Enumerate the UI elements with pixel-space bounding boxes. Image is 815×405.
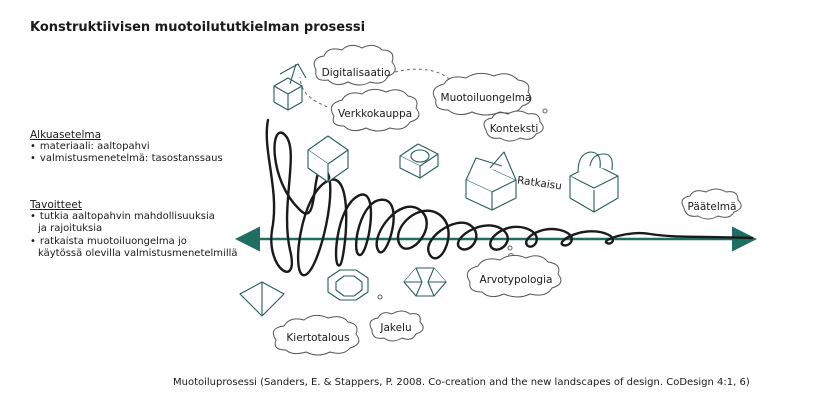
cloud-paatelma: Päätelmä: [681, 188, 742, 220]
initial-state-heading: Alkuasetelma: [30, 129, 102, 141]
thought-dot: [507, 245, 513, 251]
cloud-label-konteksti: Konteksti: [490, 123, 539, 135]
cloud-kiertotalous: Kiertotalous: [272, 314, 360, 356]
cloud-label-jakelu: Jakelu: [379, 322, 411, 334]
initial-state-list: materiaali: aaltopahvi valmistusmenetelm…: [30, 141, 223, 165]
box-sketch-hexagon: [403, 267, 447, 297]
process-squiggle: [265, 118, 754, 277]
box-sketch-folded-pyramid: [239, 281, 285, 317]
box-sketch-octagon: [327, 269, 369, 301]
cloud-label-verkkokauppa: Verkkokauppa: [338, 108, 412, 120]
box-sketch-handle-bag: [569, 151, 619, 213]
box-sketch-cube: [307, 135, 349, 183]
cloud-label-arvotypologia: Arvotypologia: [480, 274, 553, 286]
dashed-connector: [299, 74, 331, 109]
initial-state-section: Alkuasetelma materiaali: aaltopahvi valm…: [30, 129, 223, 165]
goals-heading: Tavoitteet: [30, 199, 82, 211]
initial-state-item: valmistusmenetelmä: tasostanssaus: [30, 153, 223, 165]
goals-item: ratkaista muotoiluongelma jo käytössä ol…: [30, 236, 238, 260]
cloud-label-paatelma: Päätelmä: [688, 201, 737, 213]
goals-section: Tavoitteet tutkia aaltopahvin mahdollisu…: [30, 199, 238, 261]
cloud-arvotypologia: Arvotypologia: [466, 254, 562, 298]
dashed-connector: [394, 68, 451, 81]
figure-caption: Muotoiluprosessi (Sanders, E. & Stappers…: [173, 377, 750, 388]
cloud-digitalisaatio: Digitalisaatio: [313, 44, 396, 86]
box-sketch-open-box: [465, 151, 517, 211]
goals-item: tutkia aaltopahvin mahdollisuuksia ja ra…: [30, 211, 238, 235]
cloud-label-digitalisaatio: Digitalisaatio: [322, 67, 391, 79]
box-sketch-digital: [273, 63, 307, 111]
diagram-title: Konstruktiivisen muotoilututkielman pros…: [30, 20, 366, 35]
thought-dot: [377, 294, 383, 300]
cloud-verkkokauppa: Verkkokauppa: [330, 88, 420, 132]
cloud-label-muotoiluongelma: Muotoiluongelma: [441, 92, 532, 104]
initial-state-item: materiaali: aaltopahvi: [30, 141, 223, 153]
cloud-label-kiertotalous: Kiertotalous: [286, 332, 349, 344]
cloud-muotoiluongelma: Muotoiluongelma: [432, 72, 532, 116]
cloud-jakelu: Jakelu: [369, 310, 424, 342]
cloud-konteksti: Konteksti: [483, 110, 544, 142]
box-sketch-open-lid: [399, 143, 439, 179]
thought-dot: [542, 108, 548, 114]
ratkaisu-label: Ratkaisu: [516, 174, 562, 192]
goals-list: tutkia aaltopahvin mahdollisuuksia ja ra…: [30, 211, 238, 260]
